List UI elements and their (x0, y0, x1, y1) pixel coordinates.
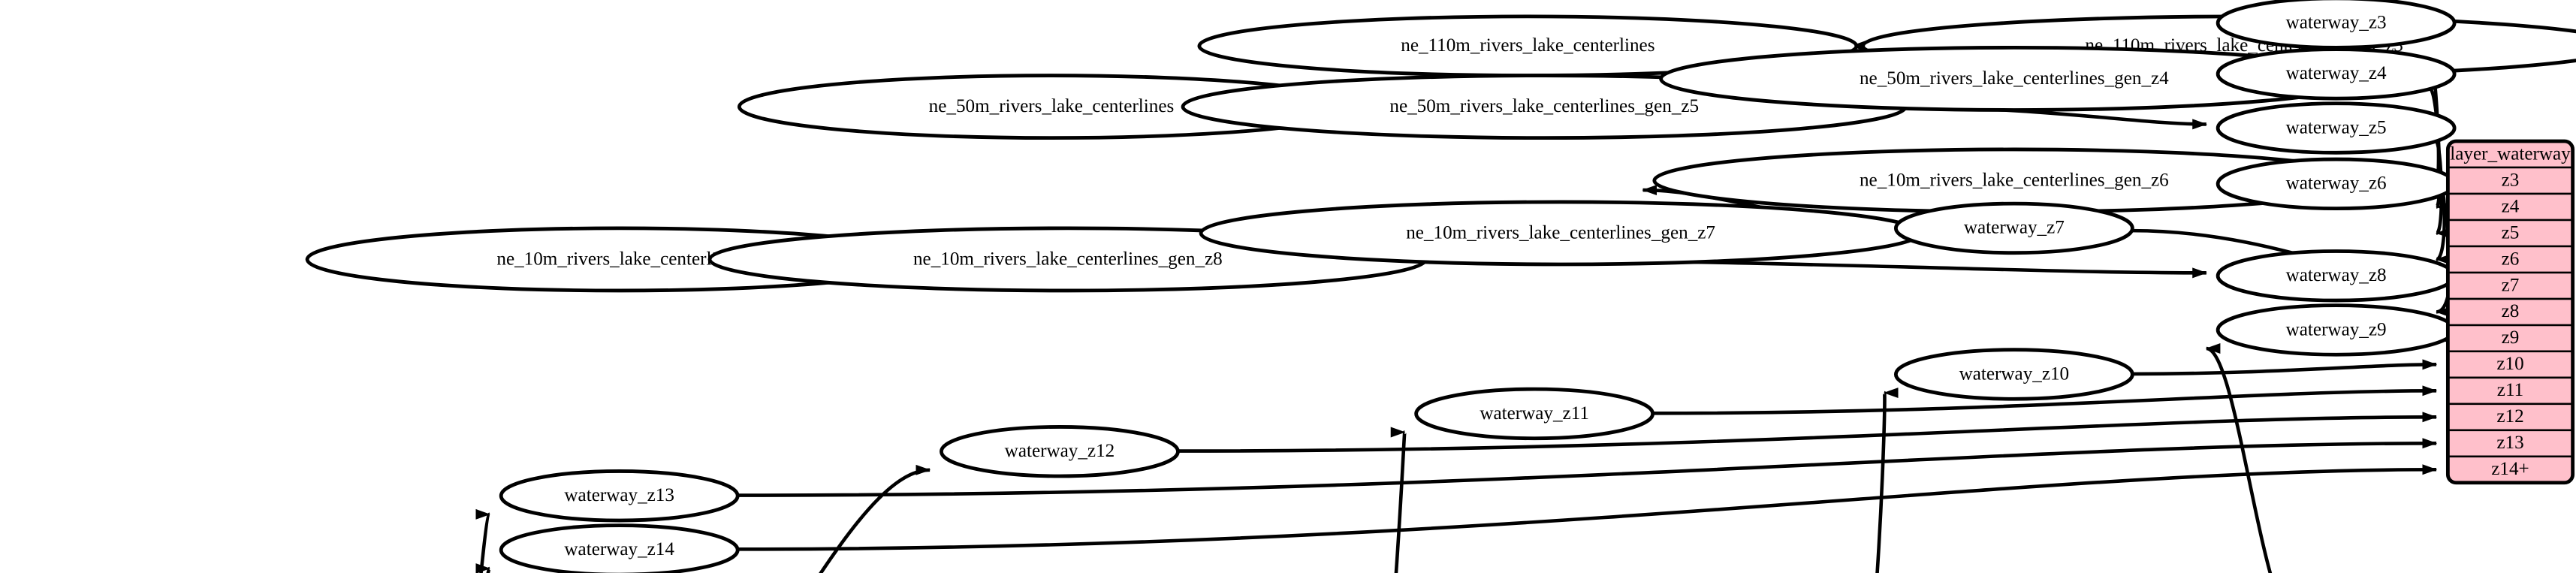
graph-node-ne110[interactable]: ne_110m_rivers_lake_centerlines (1197, 14, 1859, 77)
graph-node-wz3[interactable]: waterway_z3 (2216, 0, 2457, 50)
node-shape (1893, 201, 2134, 255)
layer-waterway-row-z7[interactable]: z7 (2502, 275, 2520, 295)
graph-edge-osm_wl-to-wz13 (475, 509, 492, 573)
graph-node-wz13[interactable]: waterway_z13 (499, 469, 740, 523)
node-label: ne_10m_rivers_lake_centerlines_gen_z8 (913, 249, 1223, 269)
graph-node-wz5[interactable]: waterway_z5 (2216, 101, 2457, 155)
graph-node-wz4[interactable]: waterway_z4 (2216, 47, 2457, 101)
graph-node-wz11[interactable]: waterway_z11 (1414, 387, 1655, 441)
node-label: waterway_z13 (564, 485, 674, 505)
node-label: waterway_z12 (1005, 441, 1115, 461)
graph-node-wz9[interactable]: waterway_z9 (2216, 303, 2457, 357)
node-shape (2216, 47, 2457, 101)
node-label: waterway_z5 (2286, 117, 2387, 137)
node-shape (499, 469, 740, 523)
layer-waterway-row-z4[interactable]: z4 (2502, 196, 2520, 216)
graph-node-wz12[interactable]: waterway_z12 (940, 425, 1180, 478)
node-shape (499, 523, 740, 573)
graph-edge-wz11-to-layer_waterway-z11 (1652, 385, 2438, 415)
graph-edge-osm_wl-to-wz12 (819, 464, 931, 573)
node-label: waterway_z3 (2286, 12, 2387, 32)
layer-waterway-row-z5[interactable]: z5 (2502, 222, 2520, 243)
node-label: ne_50m_rivers_lake_centerlines_gen_z5 (1389, 96, 1699, 116)
graph-edge-osm_iwl_z9-to-wz9 (2205, 343, 2273, 573)
node-shape (2216, 101, 2457, 155)
layer-waterway-row-z6[interactable]: z6 (2502, 249, 2520, 269)
node-label: waterway_z14 (564, 539, 674, 559)
layer-waterway-row-z9[interactable]: z9 (2502, 327, 2520, 348)
node-label: waterway_z10 (1959, 363, 2070, 384)
node-label: waterway_z8 (2286, 265, 2387, 285)
layer-waterway-row-z13[interactable]: z13 (2496, 433, 2523, 453)
graph-edge-wz13-to-layer_waterway-z13 (738, 438, 2438, 497)
node-label: waterway_z4 (2286, 63, 2387, 83)
layer-waterway-table: layer_waterway z3 z4 z5 z6 z7 z8 z9 z10 z11 z12 z13… (2445, 139, 2575, 485)
graph-node-wz10[interactable]: waterway_z10 (1893, 348, 2134, 401)
graph-node-wz7[interactable]: waterway_z7 (1893, 201, 2134, 255)
graph-edge-wz6-to-layer_waterway-z6 (2435, 192, 2451, 265)
layer-waterway-row-z14+[interactable]: z14+ (2491, 459, 2529, 479)
node-label: ne_10m_rivers_lake_centerlines (496, 249, 742, 269)
layer-waterway-title: layer_waterway (2450, 143, 2571, 164)
graph-node-wz6[interactable]: waterway_z6 (2216, 157, 2457, 211)
layer-waterway-row-z11[interactable]: z11 (2497, 380, 2523, 400)
node-label: ne_50m_rivers_lake_centerlines_gen_z4 (1860, 68, 2169, 89)
node-label: ne_10m_rivers_lake_centerlines_gen_z7 (1406, 222, 1715, 243)
node-shape (1414, 387, 1655, 441)
graph-edge-wz14-to-layer_waterway-z14+ (738, 464, 2438, 551)
graph-edge-wz12-to-layer_waterway-z12 (1178, 412, 2438, 453)
node-label: ne_10m_rivers_lake_centerlines_gen_z6 (1860, 170, 2169, 190)
node-label: waterway_z7 (1964, 218, 2065, 238)
layer-waterway-table-body (2445, 139, 2575, 485)
node-label: waterway_z6 (2286, 173, 2387, 194)
node-shape (940, 425, 1180, 478)
graph-edge-osm_iwl_z10-to-wz10 (1875, 389, 1899, 573)
layer-waterway-row-z12[interactable]: z12 (2496, 406, 2523, 427)
graph-edge-osm_iwl_z11-to-wz11 (1389, 430, 1407, 573)
graph-node-wz14[interactable]: waterway_z14 (499, 523, 740, 573)
node-label: ne_110m_rivers_lake_centerlines (1401, 35, 1654, 56)
graph-node-ne10_z7[interactable]: ne_10m_rivers_lake_centerlines_gen_z7 (1199, 200, 1923, 267)
graph-edge-wz10-to-layer_waterway-z10 (2132, 359, 2438, 376)
node-label: ne_50m_rivers_lake_centerlines (929, 96, 1175, 116)
node-label: waterway_z11 (1480, 403, 1589, 424)
layer-waterway-row-z10[interactable]: z10 (2496, 354, 2523, 374)
layer-waterway-row-z8[interactable]: z8 (2502, 301, 2520, 321)
node-label: waterway_z9 (2286, 319, 2387, 339)
graph-node-wz8[interactable]: waterway_z8 (2216, 249, 2457, 303)
node-shape (1893, 348, 2134, 401)
layer-waterway-row-z3[interactable]: z3 (2502, 170, 2520, 190)
